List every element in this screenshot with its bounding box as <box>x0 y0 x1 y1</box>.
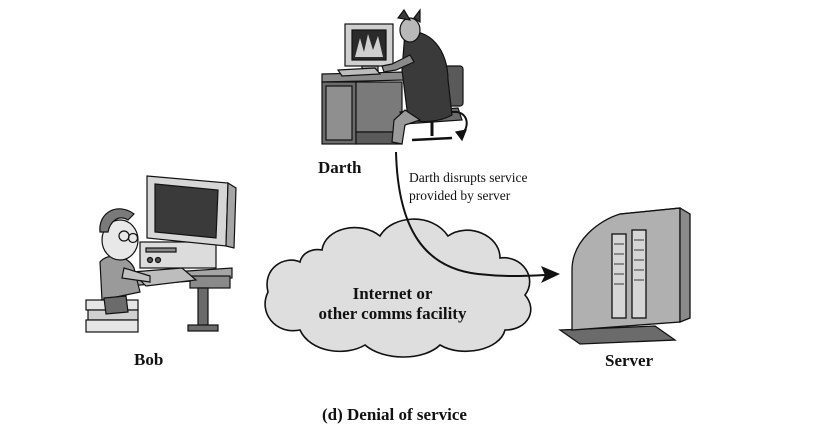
attack-note: Darth disrupts service provided by serve… <box>409 169 527 205</box>
attack-note-line-2: provided by server <box>409 188 511 203</box>
attack-arrow <box>395 151 560 283</box>
network-label-line-2: other comms facility <box>318 304 467 323</box>
cloud-icon <box>264 218 532 358</box>
darth-at-computer-icon <box>321 8 468 145</box>
attacker-label: Darth <box>318 158 362 177</box>
victim-label: Bob <box>134 350 164 369</box>
bob-at-computer-icon <box>85 175 237 333</box>
network-label: Internet or other comms facility <box>300 284 485 324</box>
server-label: Server <box>605 351 654 370</box>
network-label-line-1: Internet or <box>352 284 433 303</box>
server-tower-icon <box>558 207 691 345</box>
attack-note-line-1: Darth disrupts service <box>409 170 528 185</box>
figure-caption: (d) Denial of service <box>322 405 467 424</box>
